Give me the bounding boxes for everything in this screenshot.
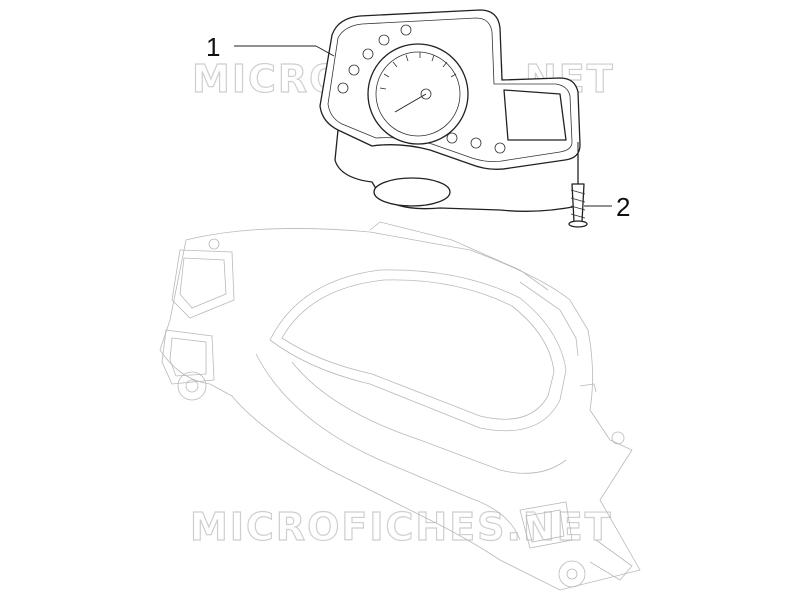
instrument-cluster <box>319 9 581 212</box>
callout-label-1: 1 <box>206 32 220 62</box>
callout-label-2: 2 <box>616 192 630 222</box>
screw <box>568 142 588 228</box>
handlebar-cover <box>159 221 641 591</box>
watermark-bottom: MICROFICHES.NET <box>190 505 613 549</box>
